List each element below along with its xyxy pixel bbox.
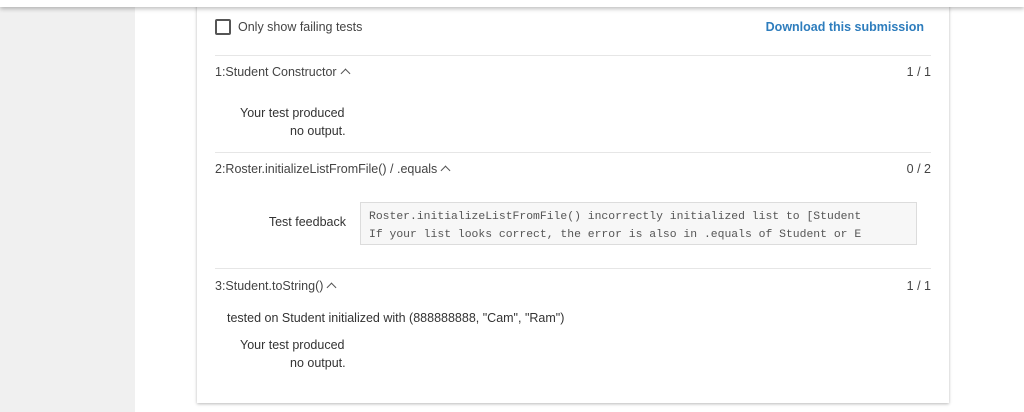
test-1-output-line-2: no output.	[290, 124, 346, 138]
divider	[215, 268, 931, 269]
filter-row: Only show failing tests Download this su…	[215, 19, 931, 37]
chevron-up-icon	[326, 282, 337, 293]
test-2-score: 0 / 2	[906, 162, 931, 176]
main-content: Only show failing tests Download this su…	[135, 0, 1024, 412]
chevron-up-icon	[440, 165, 451, 176]
download-submission-link[interactable]: Download this submission	[765, 20, 924, 34]
divider	[215, 55, 931, 56]
test-1-output-line-1: Your test produced	[240, 106, 345, 120]
test-1-score: 1 / 1	[906, 65, 931, 79]
test-2-feedback-box: Roster.initializeListFromFile() incorrec…	[360, 202, 917, 245]
top-bar	[0, 0, 1024, 7]
test-3-output-line-1: Your test produced	[240, 338, 345, 352]
test-2-feedback-line-1: Roster.initializeListFromFile() incorrec…	[369, 211, 862, 223]
submission-results-card: Only show failing tests Download this su…	[197, 0, 949, 403]
failing-tests-label[interactable]: Only show failing tests	[238, 20, 363, 34]
test-3-score: 1 / 1	[906, 279, 931, 293]
test-3-header[interactable]: 3:Student.toString()	[215, 279, 337, 293]
divider	[215, 152, 931, 153]
test-3-title: 3:Student.toString()	[215, 279, 324, 293]
test-1-title: 1:Student Constructor	[215, 65, 337, 79]
chevron-up-icon	[340, 68, 351, 79]
test-2-feedback-label: Test feedback	[268, 215, 346, 229]
test-1-header[interactable]: 1:Student Constructor	[215, 65, 351, 79]
test-2-feedback-line-2: If your list looks correct, the error is…	[369, 229, 862, 241]
test-2-title: 2:Roster.initializeListFromFile() / .equ…	[215, 162, 438, 176]
test-3-output-line-2: no output.	[290, 356, 346, 370]
failing-tests-checkbox[interactable]	[215, 19, 231, 35]
test-3-tested-on: tested on Student initialized with (8888…	[227, 311, 565, 325]
test-2-header[interactable]: 2:Roster.initializeListFromFile() / .equ…	[215, 162, 451, 176]
